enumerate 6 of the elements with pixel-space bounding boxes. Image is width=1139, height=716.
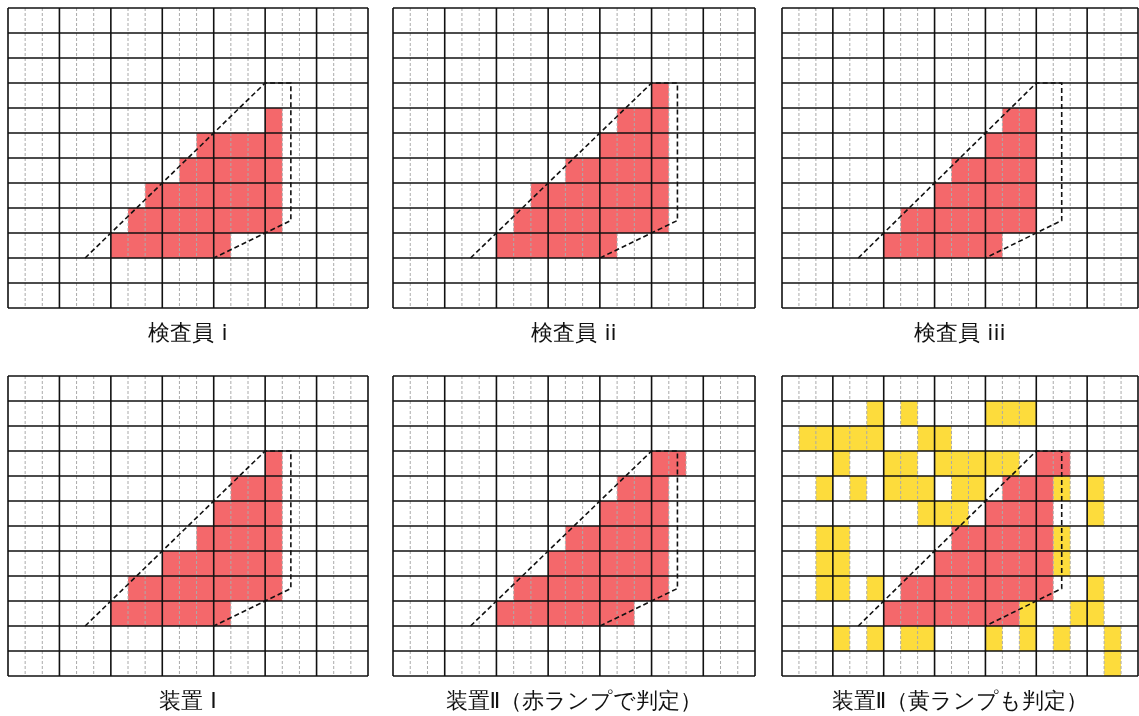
panel-caption: 検査員 ii — [531, 319, 617, 347]
panel-caption: 検査員 iii — [914, 319, 1006, 347]
panel-caption: 装置 Ⅰ — [159, 687, 217, 715]
panel-caption: 検査員 i — [148, 319, 228, 347]
panel-caption: 装置Ⅱ（黄ランプも判定） — [831, 687, 1089, 715]
panel-caption: 装置Ⅱ（赤ランプで判定） — [445, 687, 703, 715]
